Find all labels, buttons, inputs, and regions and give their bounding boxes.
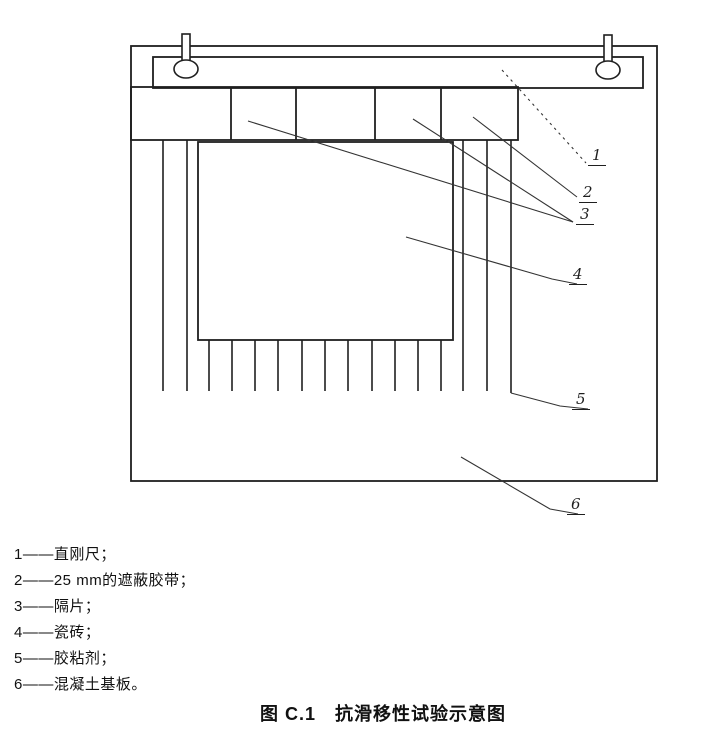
callout-3: 3 xyxy=(576,206,594,225)
figure-caption: 图 C.1 抗滑移性试验示意图 xyxy=(260,704,507,724)
legend-item-1: 1——直刚尺； xyxy=(14,546,116,563)
ruler-bar xyxy=(152,56,644,89)
legend-item-4: 4——瓷砖； xyxy=(14,624,101,641)
legend-item-3: 3——隔片； xyxy=(14,598,101,615)
callout-1: 1 xyxy=(588,147,606,166)
figure-legend: 1——直刚尺； 2——25 mm的遮蔽胶带； 3——隔片； 4——瓷砖； 5——… xyxy=(14,542,195,698)
callout-2: 2 xyxy=(579,184,597,203)
legend-item-5: 5——胶粘剂； xyxy=(14,650,116,667)
legend-item-6: 6——混凝土基板。 xyxy=(14,676,147,693)
leader-6 xyxy=(460,456,579,515)
diagram-canvas xyxy=(130,33,658,515)
leader-3a xyxy=(247,120,574,223)
ceramic-tile xyxy=(197,141,454,341)
concrete-base-board xyxy=(130,45,658,482)
callout-4: 4 xyxy=(569,266,587,285)
leader-5 xyxy=(510,392,589,410)
legend-item-2: 2——25 mm的遮蔽胶带； xyxy=(14,572,196,589)
hook-pin-right-icon xyxy=(595,34,621,80)
anti-slip-test-diagram: 1 2 3 4 5 6 xyxy=(130,33,658,515)
hook-pin-left-icon xyxy=(173,33,199,79)
adhesive-ribs xyxy=(162,140,512,393)
leader-4 xyxy=(405,236,578,285)
tape-and-spacer-row xyxy=(130,86,519,141)
callout-6: 6 xyxy=(567,496,585,515)
leader-lines xyxy=(247,69,589,515)
leader-1 xyxy=(501,69,587,164)
callout-5: 5 xyxy=(572,391,590,410)
leader-3b xyxy=(412,118,574,223)
leader-2 xyxy=(472,116,578,198)
